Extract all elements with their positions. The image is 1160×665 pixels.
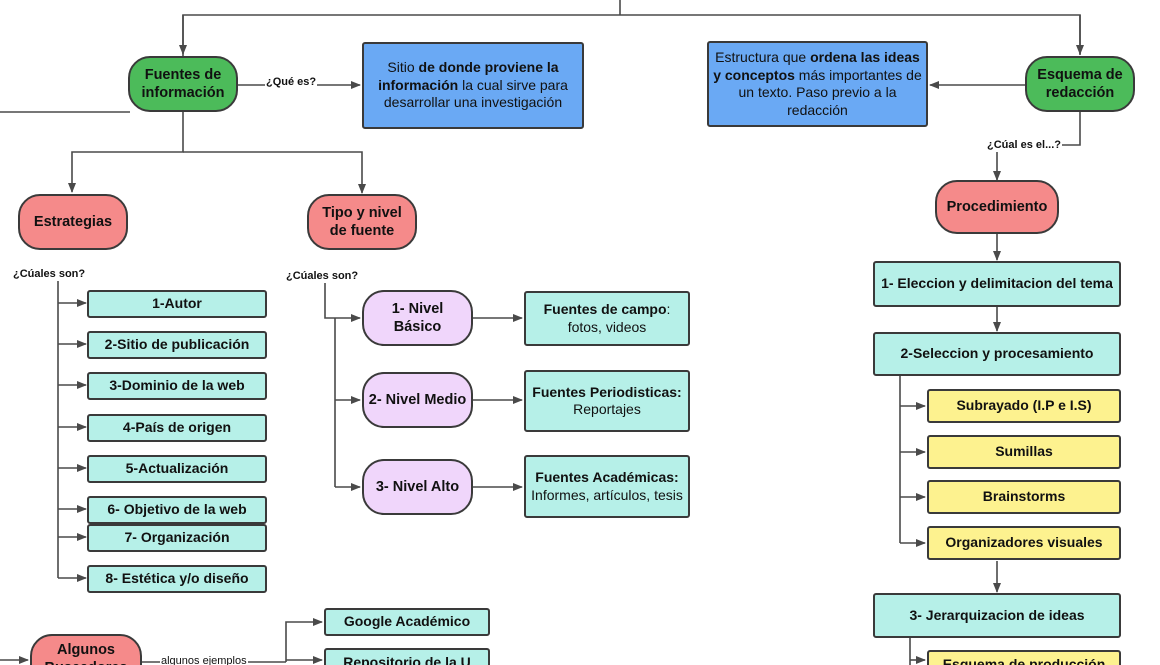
- estrategias-title: Estrategias: [33, 213, 113, 230]
- estrategia-item[interactable]: 2-Sitio de publicación: [87, 331, 267, 359]
- estrategia-item[interactable]: 1-Autor: [87, 290, 267, 318]
- esquema-question: ¿Cúal es el...?: [986, 139, 1062, 152]
- level-basic[interactable]: 1- Nivel Básico: [362, 290, 473, 346]
- fuentes-title: Fuentes de información: [141, 66, 225, 101]
- example-campo[interactable]: Fuentes de campo:fotos, videos: [524, 291, 690, 346]
- step-1[interactable]: 1- Eleccion y delimitacion del tema: [873, 261, 1121, 307]
- esquema-title: Esquema de redacción: [1037, 66, 1123, 101]
- level-medium[interactable]: 2- Nivel Medio: [362, 372, 473, 428]
- estrategia-item[interactable]: 8- Estética y/o diseño: [87, 565, 267, 593]
- estrategias-question: ¿Cúales son?: [12, 268, 87, 281]
- estrategia-item[interactable]: 4-País de origen: [87, 414, 267, 442]
- fuentes-question: ¿Qué es?: [265, 76, 318, 89]
- level-high[interactable]: 3- Nivel Alto: [362, 459, 473, 515]
- estrategia-item[interactable]: 7- Organización: [87, 524, 267, 552]
- subitem-organizadores[interactable]: Organizadores visuales: [927, 526, 1121, 560]
- subitem-esquema-produccion[interactable]: Esquema de producción: [927, 650, 1121, 665]
- subitem-subrayado[interactable]: Subrayado (I.P e I.S): [927, 389, 1121, 423]
- estrategia-item[interactable]: 3-Dominio de la web: [87, 372, 267, 400]
- estrategia-item[interactable]: 6- Objetivo de la web: [87, 496, 267, 524]
- root-connector: [182, 0, 1081, 56]
- step-2[interactable]: 2-Seleccion y procesamiento: [873, 332, 1121, 376]
- buscadores-title: Algunos Buscadores: [44, 642, 127, 665]
- fuentes-definition[interactable]: Sitio de donde proviene la información l…: [362, 42, 584, 129]
- fuentes-definition-text: Sitio de donde proviene la información l…: [378, 59, 568, 111]
- subitem-sumillas[interactable]: Sumillas: [927, 435, 1121, 469]
- buscadores-node[interactable]: Algunos Buscadores: [30, 634, 142, 665]
- tipo-node[interactable]: Tipo y nivel de fuente: [307, 194, 417, 250]
- tipo-title: Tipo y nivel de fuente: [322, 204, 402, 239]
- example-periodisticas[interactable]: Fuentes Periodisticas:Reportajes: [524, 370, 690, 432]
- procedimiento-title: Procedimiento: [946, 198, 1048, 215]
- esquema-definition[interactable]: Estructura que ordena las ideas y concep…: [707, 41, 928, 127]
- buscadores-label: algunos ejemplos: [160, 655, 248, 665]
- esquema-definition-text: Estructura que ordena las ideas y concep…: [713, 49, 922, 118]
- subitem-brainstorms[interactable]: Brainstorms: [927, 480, 1121, 514]
- step-3[interactable]: 3- Jerarquizacion de ideas: [873, 593, 1121, 638]
- buscador-repositorio[interactable]: Repositorio de la U: [324, 648, 490, 665]
- buscador-google-academico[interactable]: Google Académico: [324, 608, 490, 636]
- procedimiento-node[interactable]: Procedimiento: [935, 180, 1059, 234]
- esquema-node[interactable]: Esquema de redacción: [1025, 56, 1135, 112]
- tipo-question: ¿Cúales son?: [285, 270, 360, 283]
- estrategia-item[interactable]: 5-Actualización: [87, 455, 267, 483]
- estrategias-node[interactable]: Estrategias: [18, 194, 128, 250]
- fuentes-node[interactable]: Fuentes de información: [128, 56, 238, 112]
- example-academicas[interactable]: Fuentes Académicas:Informes, artículos, …: [524, 455, 690, 518]
